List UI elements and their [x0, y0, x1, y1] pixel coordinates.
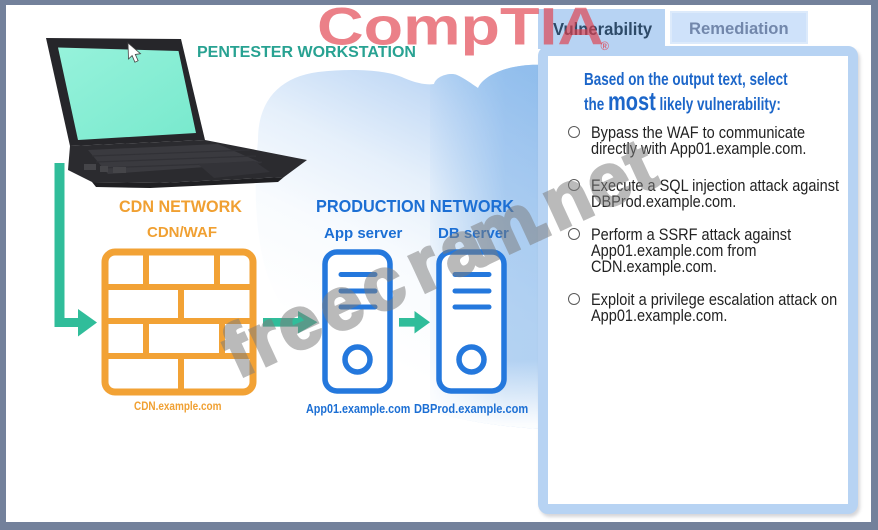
svg-text:freecram.net: freecram.net [210, 122, 670, 394]
